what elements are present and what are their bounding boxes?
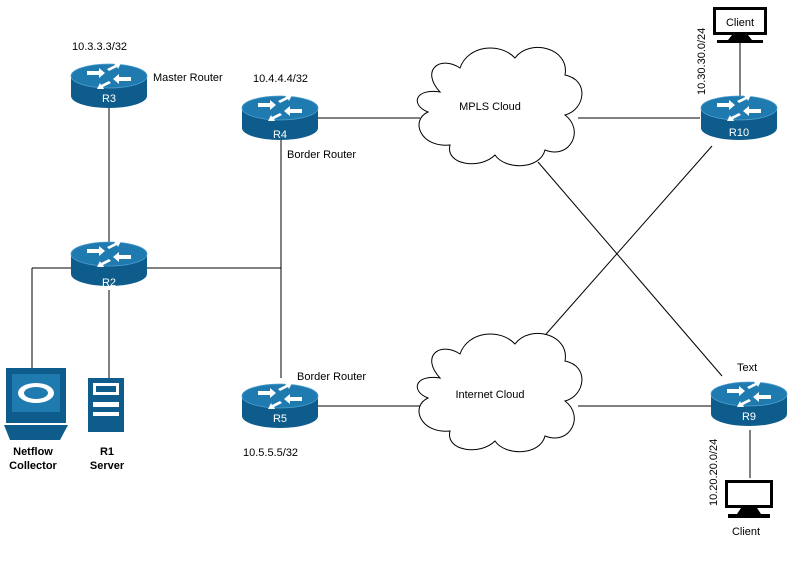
links — [31, 42, 751, 478]
server-label-line2: Server — [90, 460, 125, 472]
internet-cloud: Internet Cloud — [416, 333, 583, 453]
mpls-cloud-label: MPLS Cloud — [459, 101, 521, 113]
r3-ip-label: 10.3.3.3/32 — [72, 41, 127, 53]
router-r9[interactable]: R9 — [710, 380, 788, 427]
router-r5-label: R5 — [273, 413, 287, 425]
router-r3[interactable]: R3 — [70, 62, 148, 109]
r5-ip-label: 10.5.5.5/32 — [243, 447, 298, 459]
subnet-top-label: 10.30.30.0/24 — [696, 28, 708, 95]
router-r2-label: R2 — [102, 277, 116, 289]
router-r3-label: R3 — [102, 93, 116, 105]
router-r2[interactable]: R2 — [70, 240, 148, 289]
router-r10-label: R10 — [729, 127, 749, 139]
netflow-label-line1: Netflow — [13, 446, 53, 458]
netflow-collector-icon[interactable] — [4, 368, 68, 440]
mpls-cloud: MPLS Cloud — [416, 47, 583, 167]
internet-cloud-label: Internet Cloud — [455, 389, 524, 401]
server-icon[interactable] — [88, 378, 124, 432]
subnet-bottom-label: 10.20.20.0/24 — [708, 439, 720, 506]
r3-role-label: Master Router — [153, 72, 223, 84]
router-r5[interactable]: R5 — [241, 382, 319, 429]
client-bottom-label: Client — [732, 526, 760, 538]
server-label-line1: R1 — [100, 446, 114, 458]
client-top-monitor[interactable]: Client — [713, 7, 767, 43]
link-mpls-r9 — [537, 161, 723, 377]
router-r4[interactable]: R4 — [241, 94, 319, 141]
netflow-label-line2: Collector — [9, 460, 57, 472]
client-top-label: Client — [726, 17, 754, 29]
client-bottom-monitor[interactable] — [725, 480, 773, 518]
router-r9-label: R9 — [742, 411, 756, 423]
router-r10[interactable]: R10 — [700, 94, 778, 141]
router-r4-label: R4 — [273, 129, 287, 141]
r4-role-label: Border Router — [287, 149, 356, 161]
r9-text-label: Text — [737, 362, 757, 374]
r4-ip-label: 10.4.4.4/32 — [253, 73, 308, 85]
r5-role-label: Border Router — [297, 371, 366, 383]
link-internet-r10 — [531, 145, 713, 351]
